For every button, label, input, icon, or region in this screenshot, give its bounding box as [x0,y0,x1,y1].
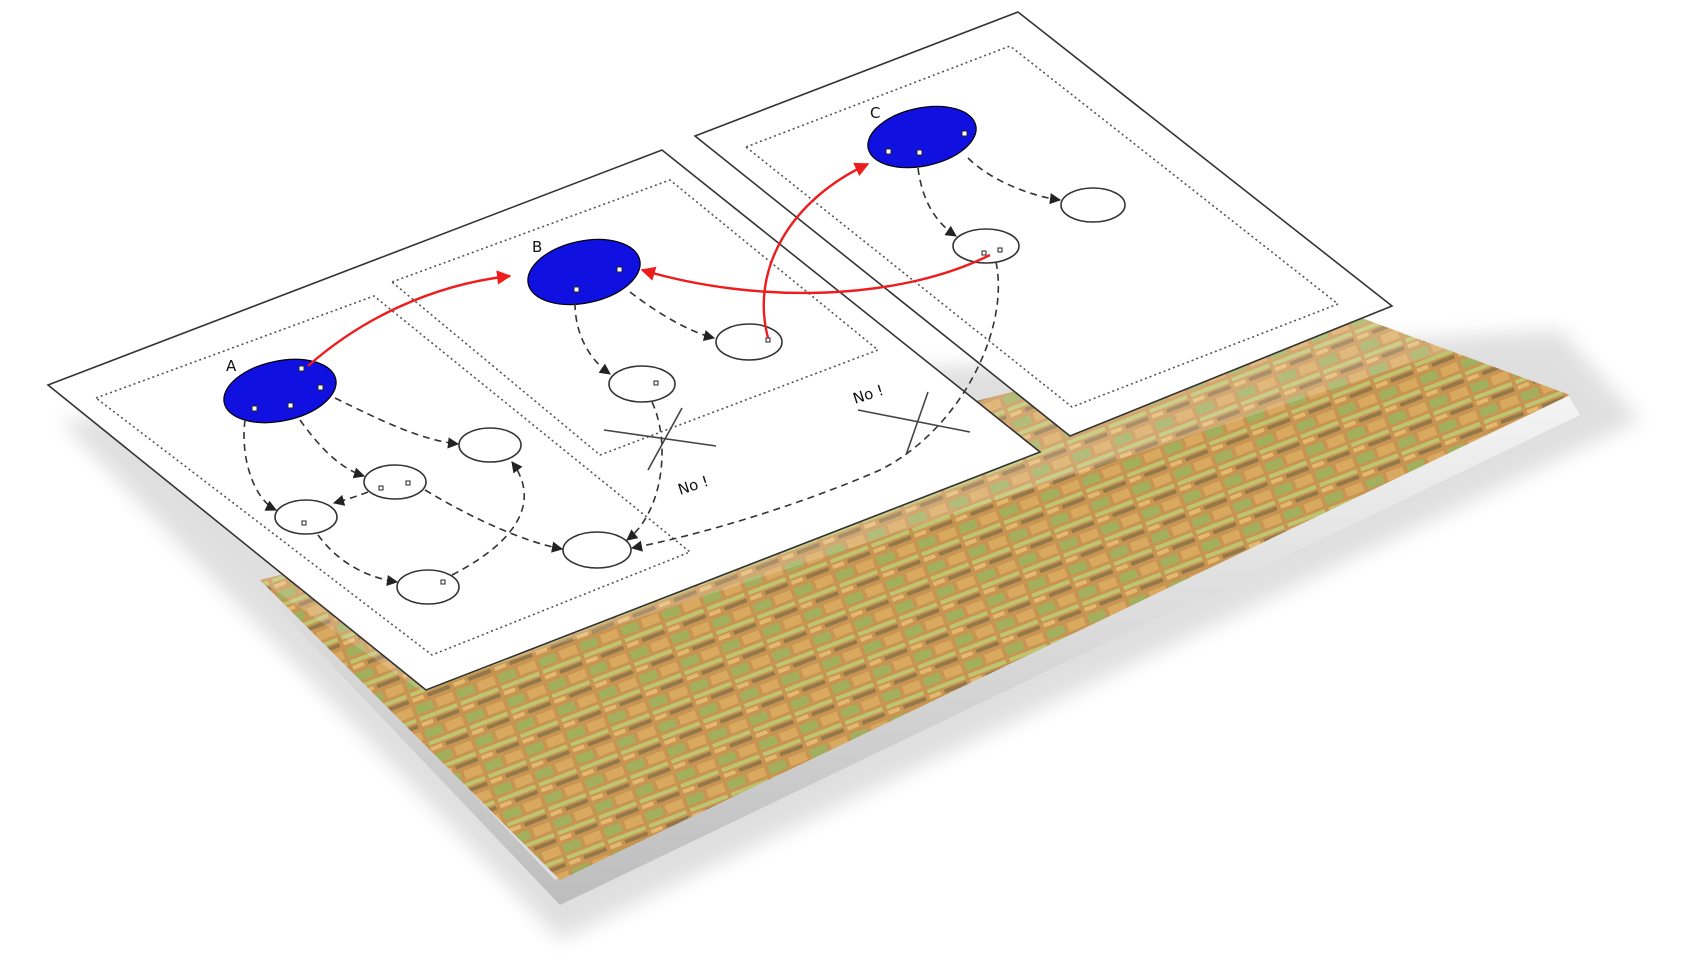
panel-a-inner-box [94,295,692,656]
forbidden-edge-c2-to-a4 [630,261,1000,552]
edge-c-root-to-c2 [917,167,957,237]
edge-b-root-to-b1 [629,291,716,341]
edge-a5-to-a1 [451,461,526,576]
panel-b: B No ! [390,179,880,541]
node-a4 [562,531,632,569]
panel-c-outer-box [693,11,1394,437]
edge-a-root-to-a3 [243,419,278,511]
edge-a-root-to-a2 [299,419,366,479]
link-a-root-to-b-root [307,270,512,367]
link-b1-to-c-root [762,162,870,339]
panel-a: A [46,149,1042,691]
forbidden-edge-b2-to-a4 [626,401,663,541]
panel-c: C [693,11,1394,437]
cross-mark-2-stroke-2 [905,391,929,456]
node-a3 [274,499,338,535]
root-node-b [527,238,641,306]
node-c2 [952,228,1020,264]
link-c2-to-b-root [640,253,991,295]
edge-a-root-to-a1 [334,397,460,449]
region-label-b: B [532,238,542,256]
node-b1 [715,323,783,361]
edge-a2-to-a3 [332,491,369,506]
root-node-c [867,105,977,169]
node-a5 [396,569,460,605]
cross-mark-2-stroke-1 [857,409,971,433]
edge-a2-to-a4 [424,489,564,553]
cross-mark-1-stroke-2 [647,407,683,471]
silicon-die-surface [260,310,1570,880]
node-c1 [1060,187,1126,223]
region-label-c: C [870,104,880,122]
panel-a-outer-box [46,149,1042,691]
edge-b-root-to-b2 [574,302,611,375]
cross-mark-1-stroke-1 [603,429,717,447]
edge-c-root-to-c1 [967,157,1062,205]
node-b2 [608,365,676,403]
node-a2 [363,464,427,500]
node-a1 [458,427,522,463]
region-label-a: A [226,357,237,375]
edge-a3-to-a5 [317,534,399,587]
